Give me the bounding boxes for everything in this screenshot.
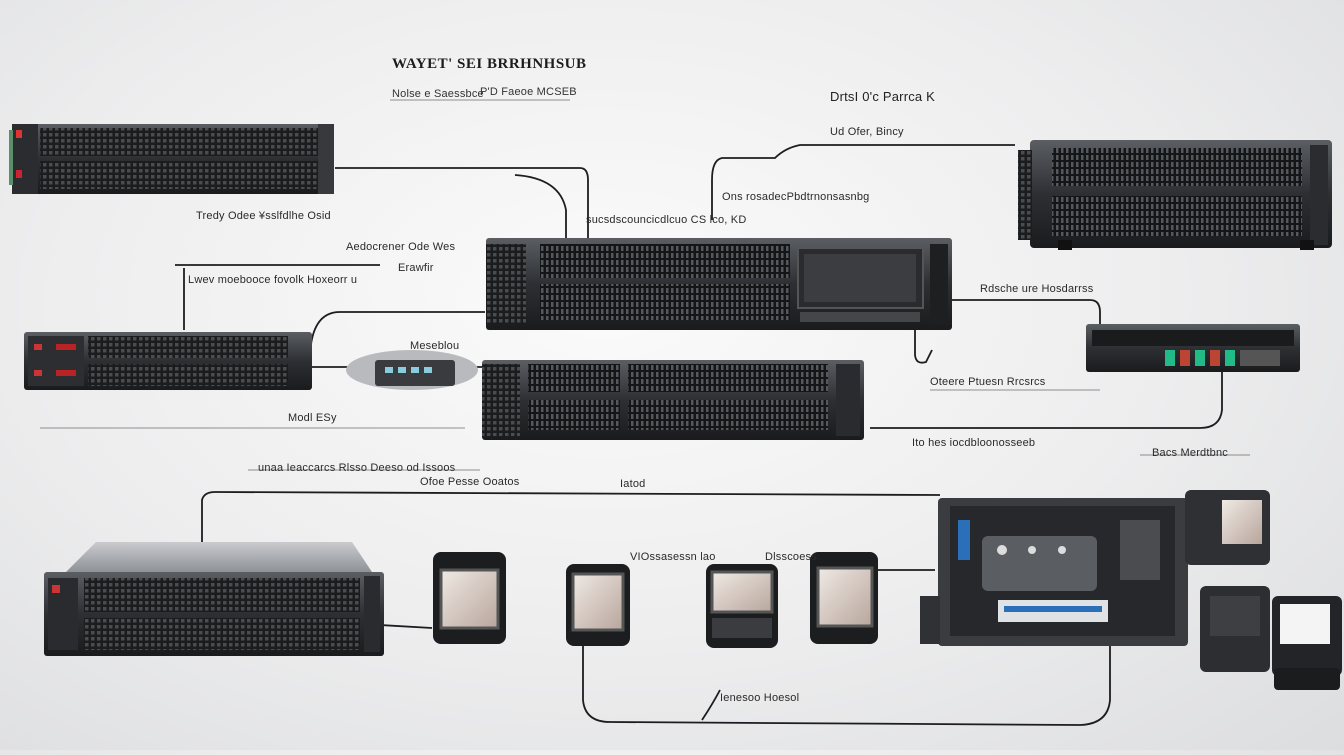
motherboard-icon bbox=[920, 490, 1342, 690]
storage-drive-icon bbox=[810, 552, 878, 644]
label-left-mid-1: Aedocrener Ode Wes bbox=[346, 241, 456, 253]
rack-server-icon bbox=[482, 360, 864, 440]
network-switch-icon bbox=[1086, 324, 1300, 372]
cable-top-right-to-center bbox=[711, 144, 1015, 220]
label-storage-1: VIOssasessn lao bbox=[630, 551, 716, 563]
diagram-title: WAYET' SEI BRRHNHSUB bbox=[392, 56, 587, 72]
storage-drive-icon bbox=[433, 552, 506, 644]
label-right-center: Oteere Ptuesn Rrcsrcs bbox=[930, 376, 1046, 388]
cable-bottom-mid bbox=[701, 689, 721, 721]
storage-drive-icon bbox=[706, 564, 778, 648]
cable-top-left-to-center bbox=[335, 167, 589, 238]
label-left-upper: Tredy Odee ¥sslfdlhe Osid bbox=[196, 210, 331, 222]
label-lower-center: Iatod bbox=[620, 478, 646, 490]
label-center-top-1: Ons rosadecPbdtrnonsasnbg bbox=[722, 191, 870, 203]
label-top-right-2: Ud Ofer, Bincy bbox=[830, 126, 904, 138]
cable-top-left-to-center-2 bbox=[514, 174, 567, 240]
label-bottom-center: Ienesoo Hoesol bbox=[720, 692, 800, 704]
label-small-connector: Meseblou bbox=[410, 340, 460, 352]
label-center-top-2: sucsdscouncicdlcuo CS lco, KD bbox=[586, 214, 747, 226]
label-left-low: Modl ESy bbox=[288, 412, 337, 424]
rack-server-icon bbox=[486, 238, 952, 330]
label-top-right-1: DrtsI 0'c Parrca K bbox=[830, 89, 936, 104]
cable-center-to-right-switch bbox=[952, 299, 1101, 325]
rack-server-icon bbox=[24, 332, 312, 390]
network-switch-icon bbox=[346, 350, 478, 390]
rack-server-icon bbox=[9, 124, 334, 194]
cable-lower-left bbox=[379, 624, 433, 629]
label-lower-left-2: Ofoe Pesse Ooatos bbox=[420, 476, 520, 488]
label-left-mid-3: Erawfir bbox=[398, 262, 434, 274]
cable-long-middle bbox=[201, 491, 941, 570]
label-right-mid: Rdsche ure Hosdarrss bbox=[980, 283, 1094, 295]
rack-server-icon bbox=[44, 542, 384, 656]
rack-server-icon bbox=[1018, 140, 1332, 250]
cable-right-switch-down bbox=[870, 372, 1223, 429]
storage-drive-icon bbox=[566, 564, 630, 646]
label-storage-2: Dlsscoess bbox=[765, 551, 817, 563]
label-left-mid-2: Lwev moebooce fovolk Hoxeorr u bbox=[188, 274, 358, 286]
diagram-subtitle-right: P'D Faeoe MCSEB bbox=[480, 86, 577, 98]
cable-bottom-loop bbox=[582, 640, 1111, 726]
label-right-low-2: Bacs Merdtbnc bbox=[1152, 447, 1228, 459]
label-lower-left-1: unaa Ieaccarcs Rlsso Deeso od Issoos bbox=[258, 462, 456, 474]
cable-center-down bbox=[914, 330, 933, 364]
label-right-low: Ito hes iocdbloonosseeb bbox=[912, 437, 1036, 449]
diagram-subtitle-left: Nolse e Saessbce bbox=[392, 88, 484, 100]
guide-lines bbox=[40, 99, 1250, 471]
